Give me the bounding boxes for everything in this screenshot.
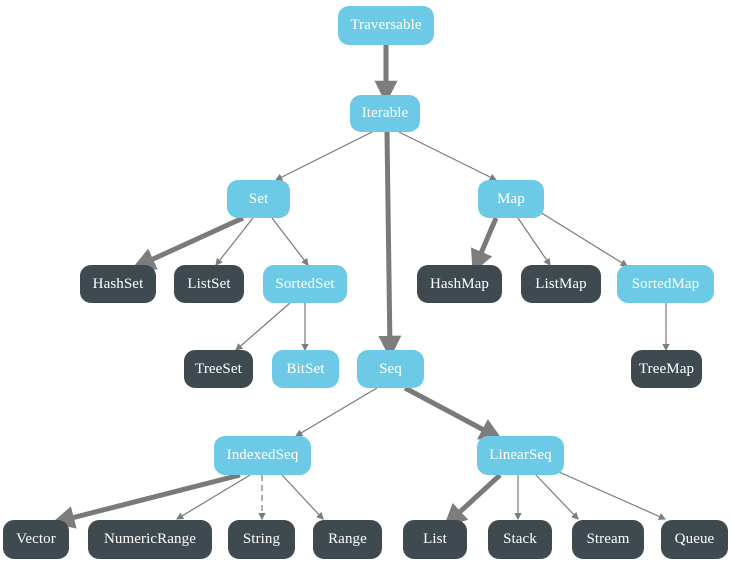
node-label: Stack [503, 531, 537, 547]
node-indexedseq[interactable]: IndexedSeq [214, 436, 311, 475]
node-label: Map [497, 190, 525, 207]
node-hashset[interactable]: HashSet [80, 265, 156, 303]
node-label: ListMap [535, 275, 587, 292]
node-label: Seq [379, 360, 402, 377]
node-label: Range [328, 531, 367, 547]
node-label: Queue [674, 531, 715, 547]
node-range[interactable]: Range [313, 520, 382, 559]
node-stack[interactable]: Stack [488, 520, 552, 559]
node-seq[interactable]: Seq [357, 350, 424, 388]
node-label: List [423, 531, 447, 547]
node-label: ListSet [187, 275, 231, 292]
node-bitset[interactable]: BitSet [272, 350, 339, 388]
node-label: HashMap [429, 275, 490, 292]
node-string[interactable]: String [228, 520, 295, 559]
node-treemap[interactable]: TreeMap [631, 350, 702, 388]
node-label: Stream [586, 531, 630, 547]
node-numericrange[interactable]: NumericRange [88, 520, 212, 559]
node-list[interactable]: List [403, 520, 467, 559]
node-iterable[interactable]: Iterable [350, 95, 420, 132]
node-label: IndexedSeq [226, 447, 299, 463]
node-treeset[interactable]: TreeSet [184, 350, 253, 388]
node-linearseq[interactable]: LinearSeq [477, 436, 564, 475]
node-label: BitSet [286, 360, 325, 377]
node-set[interactable]: Set [227, 180, 290, 218]
node-hashmap[interactable]: HashMap [417, 265, 502, 303]
node-listset[interactable]: ListSet [174, 265, 244, 303]
node-label: SortedSet [275, 275, 335, 292]
node-sortedset[interactable]: SortedSet [263, 265, 347, 303]
node-label: Set [248, 190, 269, 207]
node-label: TreeSet [195, 360, 242, 377]
node-map[interactable]: Map [478, 180, 544, 218]
node-label: NumericRange [104, 531, 196, 547]
node-vector[interactable]: Vector [3, 520, 69, 559]
node-label: SortedMap [631, 275, 700, 292]
node-traversable[interactable]: Traversable [338, 6, 434, 45]
node-queue[interactable]: Queue [661, 520, 728, 559]
node-sortedmap[interactable]: SortedMap [617, 265, 714, 303]
node-listmap[interactable]: ListMap [521, 265, 601, 303]
node-stream[interactable]: Stream [572, 520, 644, 559]
node-label: String [242, 531, 281, 547]
node-label: LinearSeq [489, 447, 552, 463]
node-label: HashSet [92, 275, 144, 292]
node-label: Traversable [350, 17, 422, 33]
node-label: Iterable [361, 105, 409, 121]
node-label: Vector [16, 531, 56, 547]
node-label: TreeMap [638, 360, 695, 377]
